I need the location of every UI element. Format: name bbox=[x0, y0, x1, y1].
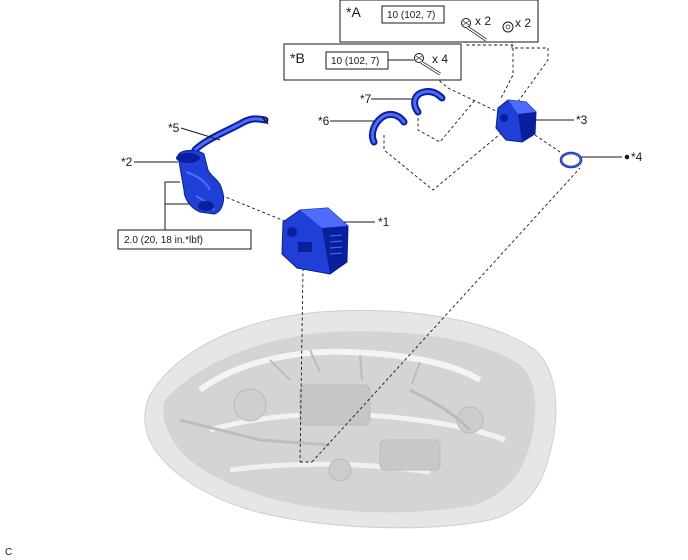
nut-icon bbox=[502, 21, 514, 33]
part-7-hose bbox=[411, 88, 446, 116]
part-2-label: *2 bbox=[121, 155, 133, 169]
part-1-label: *1 bbox=[378, 215, 390, 229]
clamp-torque-box bbox=[117, 229, 252, 250]
fastener-group-a: *A 10 (102, 7) x 2 x 2 bbox=[339, 0, 539, 43]
part-5-label: *5 bbox=[168, 121, 180, 135]
bolt-icon bbox=[461, 18, 487, 42]
clamp-torque-callout: 2.0 (20, 18 in.*lbf) bbox=[117, 181, 252, 250]
part-7-label: *7 bbox=[360, 92, 372, 106]
group-a-tag: *A bbox=[346, 4, 361, 20]
engine-bay-illustration bbox=[144, 310, 557, 529]
group-a-nut-qty: x 2 bbox=[515, 16, 531, 30]
part-3-housing bbox=[495, 99, 537, 143]
part-6-label: *6 bbox=[318, 114, 330, 128]
non-reusable-dot-icon bbox=[624, 154, 630, 160]
part-6-hose bbox=[368, 110, 408, 146]
group-a-bolt-qty: x 2 bbox=[475, 14, 491, 28]
group-b-tag: *B bbox=[290, 50, 305, 66]
part-2-intake-duct bbox=[176, 149, 225, 215]
corner-code: C bbox=[5, 547, 12, 558]
assembly-guide-lines bbox=[195, 40, 581, 463]
group-a-torque-box bbox=[381, 5, 445, 24]
bolt-icon bbox=[414, 53, 441, 76]
group-b-bolt-qty: x 4 bbox=[432, 52, 448, 66]
group-b-torque: 10 (102, 7) bbox=[331, 56, 379, 67]
clamp-torque: 2.0 (20, 18 in.*lbf) bbox=[124, 235, 203, 246]
group-a-torque: 10 (102, 7) bbox=[387, 10, 435, 21]
fastener-group-b: *B 10 (102, 7) x 4 bbox=[283, 43, 462, 81]
part-4-o-ring bbox=[559, 151, 583, 169]
part-3-label: *3 bbox=[576, 113, 588, 127]
part-4-label: *4 bbox=[631, 150, 643, 164]
part-5-hose bbox=[191, 115, 269, 154]
part-1-air-cleaner-box bbox=[281, 207, 349, 275]
